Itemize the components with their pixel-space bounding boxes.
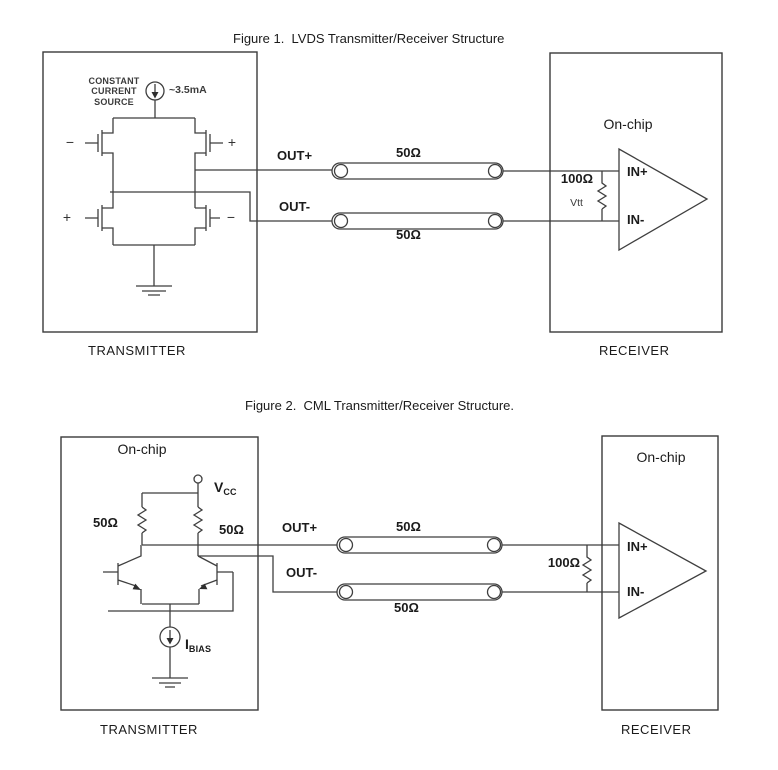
fig2-bias-current-source-icon <box>159 626 181 678</box>
fig2-out-minus-label: OUT- <box>286 565 318 580</box>
fig1-impedance-bottom-label: 50Ω <box>396 227 421 242</box>
fig2-load-resistor-right <box>192 506 204 556</box>
fig2-ibias-subscript: BIAS <box>188 644 212 654</box>
fig1-current-source-icon <box>145 81 165 118</box>
fig2-bjt-right <box>197 555 233 604</box>
fig1-mosfet-top-left <box>85 118 114 192</box>
fig1-transmission-line-top <box>331 162 619 180</box>
fig1-impedance-top-label: 50Ω <box>396 145 421 160</box>
fig1-ground-symbol <box>136 285 172 296</box>
fig1-amplifier-triangle <box>618 147 709 252</box>
fig2-vcc-main: V <box>214 479 224 495</box>
fig1-transmission-line-bottom <box>331 212 619 230</box>
fig1-in-plus-label: IN+ <box>627 164 648 179</box>
fig2-caption: Figure 2. CML Transmitter/Receiver Struc… <box>245 398 514 413</box>
fig2-impedance-bottom-label: 50Ω <box>394 600 419 615</box>
fig2-resistor-right-label: 50Ω <box>219 522 244 537</box>
fig1-out-minus-routing <box>110 191 332 222</box>
fig1-gate-minus-top-left: − <box>65 134 75 150</box>
fig2-in-plus-label: IN+ <box>627 539 648 554</box>
fig2-load-resistor-left <box>136 506 148 545</box>
fig1-termination-resistor <box>596 171 608 221</box>
fig2-receiver-circuit <box>581 435 719 711</box>
fig2-transmission-line-top <box>336 536 619 554</box>
fig1-constant-current-source-label: CONSTANT CURRENT SOURCE <box>88 76 140 107</box>
fig2-out-plus-label: OUT+ <box>282 520 318 535</box>
fig2-base-routing <box>108 572 234 612</box>
fig1-out-minus-label: OUT- <box>279 199 311 214</box>
fig2-tx-on-chip-label: On-chip <box>117 441 167 457</box>
fig2-vcc-terminal <box>141 474 203 507</box>
fig1-termination-label: 100Ω <box>560 171 593 186</box>
fig2-vcc-label: VCC <box>214 479 237 497</box>
fig2-amplifier-triangle <box>618 521 708 620</box>
fig1-rx-on-chip-label: On-chip <box>603 116 653 132</box>
fig2-in-minus-label: IN- <box>627 584 645 599</box>
fig2-ground-symbol <box>152 677 188 688</box>
fig2-ibias-label: IBIAS <box>185 636 212 654</box>
fig2-resistor-left-label: 50Ω <box>93 515 118 530</box>
fig2-vcc-subscript: CC <box>223 487 237 497</box>
fig2-bjt-left <box>103 545 142 604</box>
fig2-transmitter-label: TRANSMITTER <box>100 722 198 737</box>
fig2-transmission-line-bottom <box>336 583 619 601</box>
fig2-ibias-main: I <box>185 636 189 652</box>
fig1-out-plus-label: OUT+ <box>277 148 313 163</box>
fig1-gate-plus-bottom-left: + <box>62 209 72 225</box>
fig1-gate-plus-top-right: + <box>227 134 237 150</box>
fig2-out-minus-routing <box>198 555 337 593</box>
fig2-transmitter-circuit <box>60 436 337 711</box>
fig1-current-value: ~3.5mA <box>169 84 207 96</box>
fig2-termination-label: 100Ω <box>547 555 580 570</box>
fig1-mosfet-bottom-left <box>85 192 114 245</box>
fig1-mosfet-top-right <box>194 118 223 208</box>
fig1-mosfet-bottom-right <box>194 205 220 245</box>
fig1-vtt-label: Vtt <box>570 197 583 209</box>
fig1-receiver-circuit <box>549 52 723 333</box>
fig1-receiver-label: RECEIVER <box>599 343 670 358</box>
fig1-gate-minus-bottom-right: − <box>226 209 236 225</box>
fig2-termination-resistor <box>581 545 593 592</box>
fig1-transmitter-label: TRANSMITTER <box>88 343 186 358</box>
fig1-transmitter-circuit <box>42 51 332 333</box>
fig1-in-minus-label: IN- <box>627 212 645 227</box>
fig2-impedance-top-label: 50Ω <box>396 519 421 534</box>
fig2-rx-on-chip-label: On-chip <box>636 449 686 465</box>
fig1-caption: Figure 1. LVDS Transmitter/Receiver Stru… <box>233 31 505 46</box>
fig2-receiver-label: RECEIVER <box>621 722 692 737</box>
